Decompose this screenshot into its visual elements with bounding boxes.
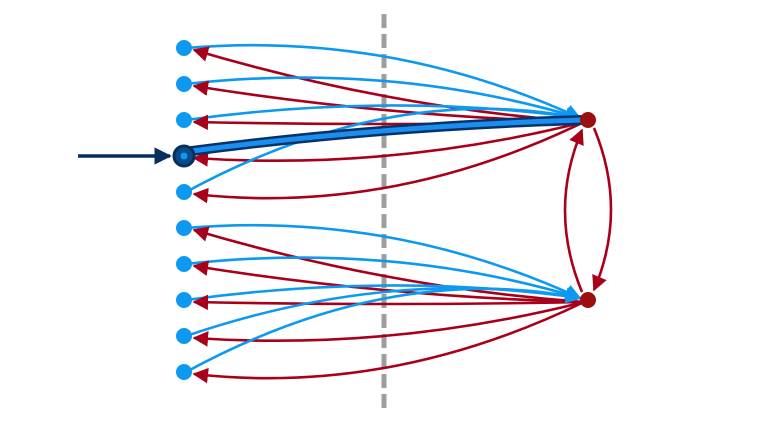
- edge-out-9: [185, 287, 582, 374]
- left-node-4: [176, 184, 192, 200]
- edge-hub-up: [563, 128, 584, 293]
- left-node-2: [176, 112, 192, 128]
- edge-in-5: [192, 226, 585, 304]
- edge-hub-down: [592, 127, 613, 292]
- edge-out-6: [185, 256, 582, 302]
- left-node-9: [176, 364, 192, 380]
- edge-out-1: [185, 76, 582, 122]
- edges-layer: [78, 43, 613, 384]
- left-node-6: [176, 256, 192, 272]
- nodes-layer: [172, 40, 596, 380]
- edge-out-5: [185, 223, 582, 300]
- edge-out-4: [185, 107, 582, 194]
- upper-hub-node: [580, 112, 596, 128]
- lower-hub-node: [580, 292, 596, 308]
- edge-highlight: [183, 117, 583, 155]
- edge-in-8: [192, 300, 585, 347]
- edge-in-9: [192, 300, 585, 384]
- edge-in-7: [192, 294, 585, 311]
- left-node-selected-center: [180, 152, 188, 160]
- edge-out-0: [185, 43, 582, 120]
- left-node-7: [176, 292, 192, 308]
- edge-in-4: [192, 120, 585, 204]
- left-node-0: [176, 40, 192, 56]
- left-node-5: [176, 220, 192, 236]
- edge-in-3: [192, 120, 585, 167]
- left-node-8: [176, 328, 192, 344]
- left-node-1: [176, 76, 192, 92]
